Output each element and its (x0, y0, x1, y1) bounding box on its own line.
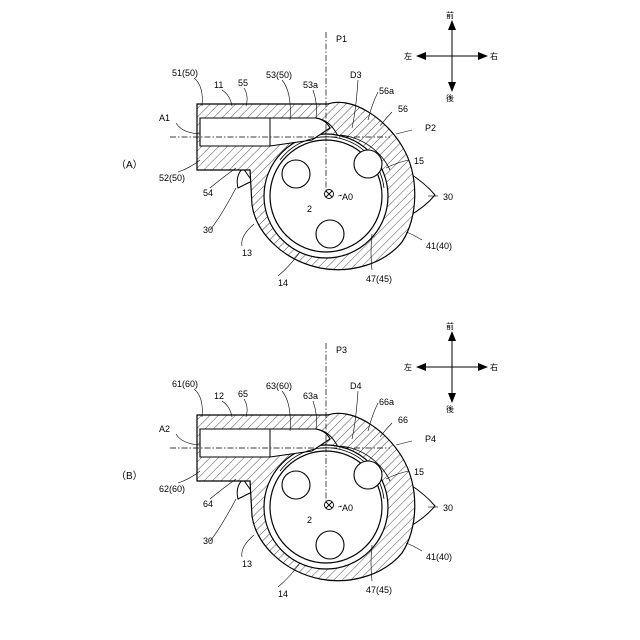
label-pipe-inlet: 52(50) (159, 173, 185, 183)
label-pipe-inner: 53(50) (266, 70, 292, 80)
label-axis-v2: P4 (425, 434, 436, 444)
compass-left-label: 左 (404, 51, 412, 61)
label-housing-cover: 11 (214, 80, 223, 90)
label-housing-cover: 12 (214, 391, 224, 401)
compass-right-label: 右 (490, 51, 498, 61)
label-axis-h: A2 (159, 424, 170, 434)
label-pipe-lower: 64 (203, 499, 213, 509)
view-b: （B） 前 後 左 右 61(60) 12 65 63(60) 63a P3 D… (116, 321, 498, 599)
label-roller-area: 2 (307, 204, 312, 214)
label-roller-right: 15 (414, 467, 424, 477)
label-axis-v: P3 (336, 345, 347, 355)
label-pipe-outer: 61(60) (172, 379, 198, 389)
label-rib-edge: 56a (379, 86, 394, 96)
label-rib: 66 (398, 415, 408, 425)
view-label: （A） (116, 159, 143, 171)
label-roller-bottom: 14 (278, 278, 288, 288)
label-casing: 41(40) (426, 552, 452, 562)
label-axis-v: P1 (336, 34, 347, 44)
label-sleeve: 47(45) (366, 585, 392, 595)
label-axis-v2: P2 (425, 123, 436, 133)
label-pipe-outer: 51(50) (172, 68, 198, 78)
compass-back-label: 後 (446, 404, 454, 414)
label-flange-left: 30 (203, 225, 213, 235)
label-flange-right: 30 (443, 503, 453, 513)
label-body: 13 (242, 248, 252, 258)
view-a: （A） 前 後 左 右 51(50) 11 55 53(50) 53a P1 D… (116, 10, 498, 288)
label-gap: D4 (350, 381, 362, 391)
label-pipe-wall: 55 (238, 78, 248, 88)
label-inner-edge: 63a (303, 391, 318, 401)
label-roller-area: 2 (307, 515, 312, 525)
label-sleeve: 47(45) (366, 274, 392, 284)
view-label: （B） (116, 470, 143, 482)
label-flange-left: 30 (203, 536, 213, 546)
label-roller-bottom: 14 (278, 589, 288, 599)
compass-back-label: 後 (446, 93, 454, 103)
label-rib-edge: 66a (379, 397, 394, 407)
label-gap: D3 (350, 70, 362, 80)
label-rib: 56 (398, 104, 408, 114)
label-inner-edge: 53a (303, 80, 318, 90)
label-axis-h: A1 (159, 113, 170, 123)
label-flange-right: 30 (443, 192, 453, 202)
label-pipe-lower: 54 (203, 188, 213, 198)
label-roller-right: 15 (414, 156, 424, 166)
compass-front-label: 前 (446, 10, 454, 20)
label-pipe-inlet: 62(60) (159, 484, 185, 494)
label-pipe-wall: 65 (238, 389, 248, 399)
label-pipe-inner: 63(60) (266, 381, 292, 391)
label-center: A0 (342, 503, 353, 513)
label-body: 13 (242, 559, 252, 569)
label-center: A0 (342, 192, 353, 202)
label-casing: 41(40) (426, 241, 452, 251)
compass-front-label: 前 (446, 321, 454, 331)
compass-right-label: 右 (490, 362, 498, 372)
compass-left-label: 左 (404, 362, 412, 372)
